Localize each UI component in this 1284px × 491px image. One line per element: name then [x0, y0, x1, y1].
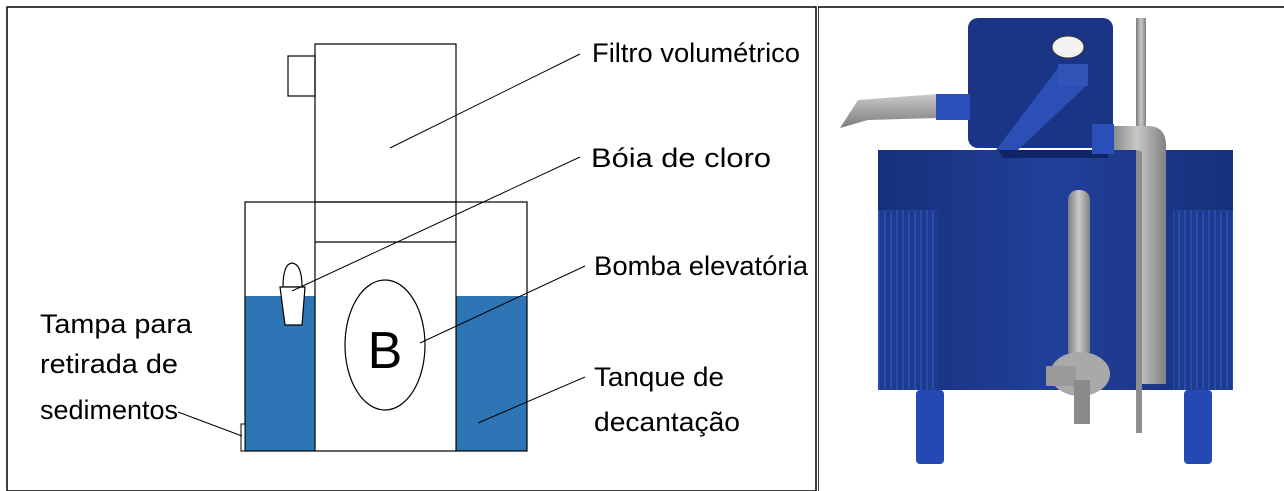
leader-tanque [477, 376, 586, 424]
render-inlet-coupling [936, 94, 970, 120]
label-bomba: Bomba elevatória [594, 251, 809, 281]
render-riser [1068, 190, 1090, 360]
filter-box [314, 43, 457, 203]
leader-tampa [177, 411, 243, 437]
render-filter-ramp [996, 68, 1086, 150]
leader-bomba [419, 265, 586, 344]
water-right [456, 296, 527, 451]
render-leg-left [916, 390, 944, 464]
table-border [6, 6, 817, 491]
render-inlet-pipe [840, 94, 938, 128]
pump-letter: B [368, 322, 403, 380]
render-rod-lower [1136, 148, 1142, 433]
label-tampa-line1: Tampa para [40, 309, 193, 339]
pump-circle [344, 279, 426, 411]
render-outlet-coupling [1092, 124, 1114, 154]
water-left [245, 296, 315, 451]
render-filter-opening [1051, 35, 1085, 59]
render-step [998, 150, 1108, 158]
label-tampa-line3: sedimentos [40, 395, 178, 425]
chlorine-float-top [282, 262, 303, 288]
render-rod-top [1136, 18, 1146, 148]
leader-filtro [389, 53, 581, 149]
render-panel [818, 6, 1284, 491]
render-ribs-left [878, 210, 938, 390]
render-outlet-pipe [1108, 126, 1166, 384]
label-boia: Bóia de cloro [591, 143, 771, 173]
label-tanque-line2: decantação [594, 407, 740, 437]
render-filter-outlet [1058, 64, 1088, 86]
filter-inlet [287, 55, 316, 97]
label-tanque-line1: Tanque de [594, 362, 724, 392]
chlorine-float-body [279, 286, 306, 326]
render-pump-inlet [1046, 366, 1076, 386]
leader-boia [291, 156, 581, 292]
render-ribs-right [1173, 210, 1233, 390]
schematic-panel: B Filtro volumétrico Bóia de cloro Bomba… [6, 6, 817, 491]
render-leg-right [1184, 390, 1212, 464]
label-filtro: Filtro volumétrico [592, 38, 800, 68]
render-pump-base [1074, 380, 1090, 424]
sediment-lid [240, 423, 246, 452]
label-tampa-line2: retirada de [40, 349, 178, 379]
